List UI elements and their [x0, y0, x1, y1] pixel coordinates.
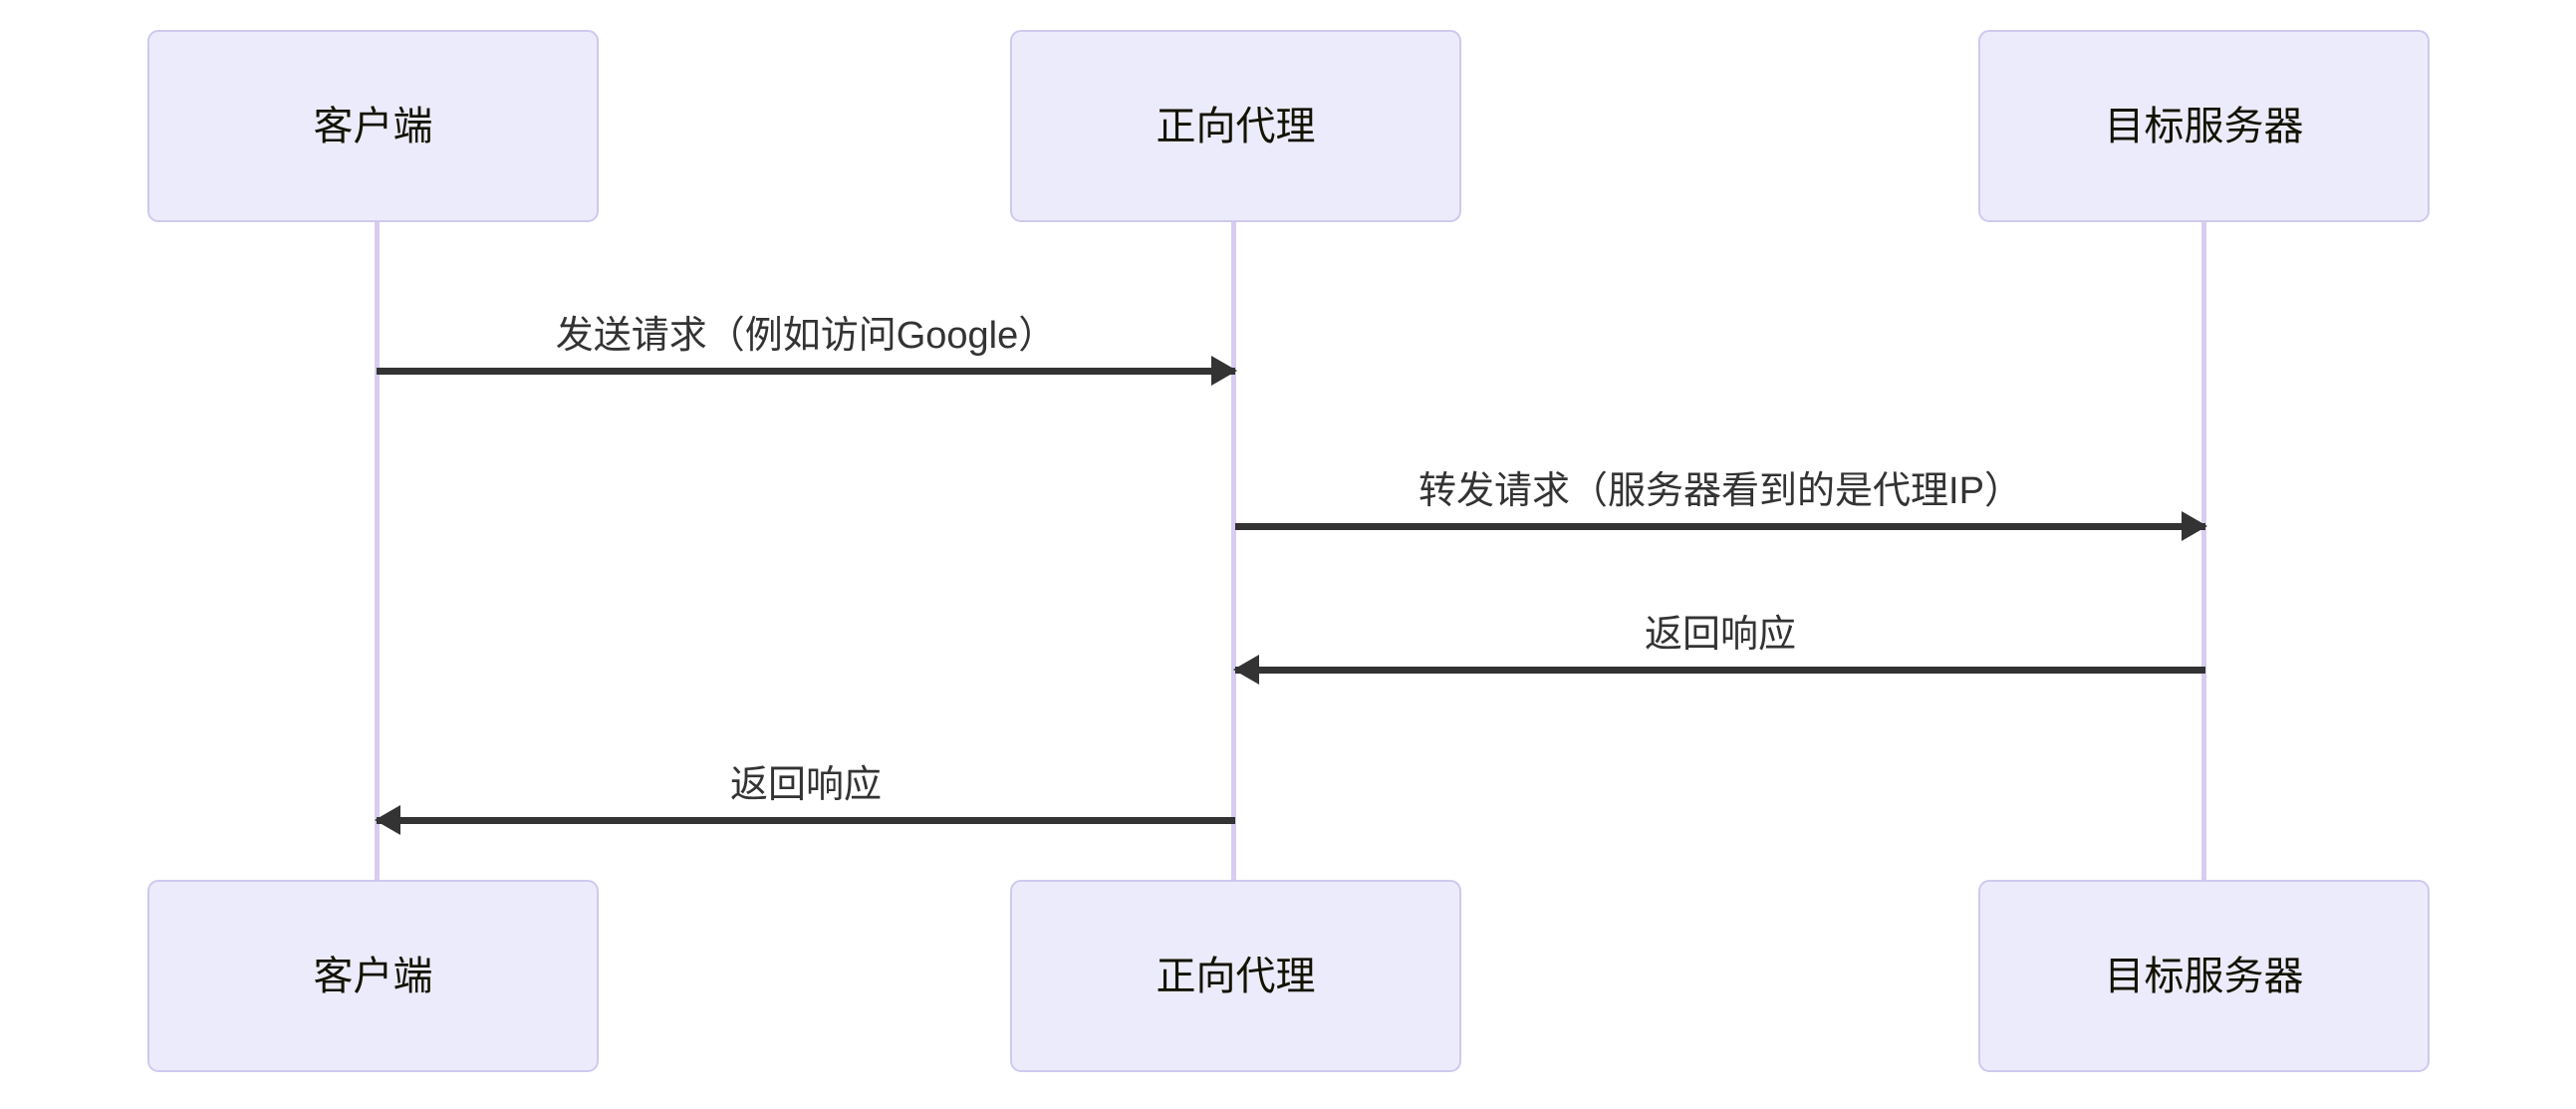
message-label-return-response-client: 返回响应 [729, 764, 882, 806]
message-line [377, 368, 1235, 375]
arrowhead-right-icon [2182, 511, 2207, 541]
message-forward-request[interactable]: 转发请求（服务器看到的是代理IP） [1235, 472, 2207, 541]
message-line [1235, 523, 2205, 530]
message-return-response-client[interactable]: 返回响应 [375, 766, 1235, 835]
message-line [377, 817, 1235, 824]
actor-label-client-bottom: 客户端 [313, 954, 433, 998]
lifeline-server [2201, 221, 2206, 881]
actor-box-proxy-bottom[interactable]: 正向代理 [1010, 880, 1461, 1072]
message-label-return-response-server: 返回响应 [1644, 614, 1796, 656]
actor-box-proxy-top[interactable]: 正向代理 [1010, 30, 1461, 222]
actor-label-proxy-bottom: 正向代理 [1156, 954, 1316, 998]
message-send-request[interactable]: 发送请求（例如访问Google） [377, 317, 1237, 386]
arrowhead-right-icon [1211, 356, 1237, 386]
lifeline-client [375, 221, 380, 881]
actor-box-server-top[interactable]: 目标服务器 [1978, 30, 2430, 222]
actor-label-client-top: 客户端 [313, 104, 433, 148]
arrowhead-left-icon [1233, 655, 1259, 685]
actor-box-client-bottom[interactable]: 客户端 [147, 880, 599, 1072]
message-label-forward-request: 转发请求（服务器看到的是代理IP） [1418, 470, 2022, 512]
actor-label-server-top: 目标服务器 [2104, 104, 2304, 148]
actor-box-server-bottom[interactable]: 目标服务器 [1978, 880, 2430, 1072]
actor-box-client-top[interactable]: 客户端 [147, 30, 599, 222]
lifeline-proxy [1231, 221, 1236, 881]
message-label-send-request: 发送请求（例如访问Google） [555, 315, 1057, 357]
actor-label-server-bottom: 目标服务器 [2104, 954, 2304, 998]
actor-label-proxy-top: 正向代理 [1156, 104, 1316, 148]
arrowhead-left-icon [375, 805, 400, 835]
message-line [1235, 667, 2205, 674]
message-return-response-server[interactable]: 返回响应 [1233, 616, 2205, 685]
